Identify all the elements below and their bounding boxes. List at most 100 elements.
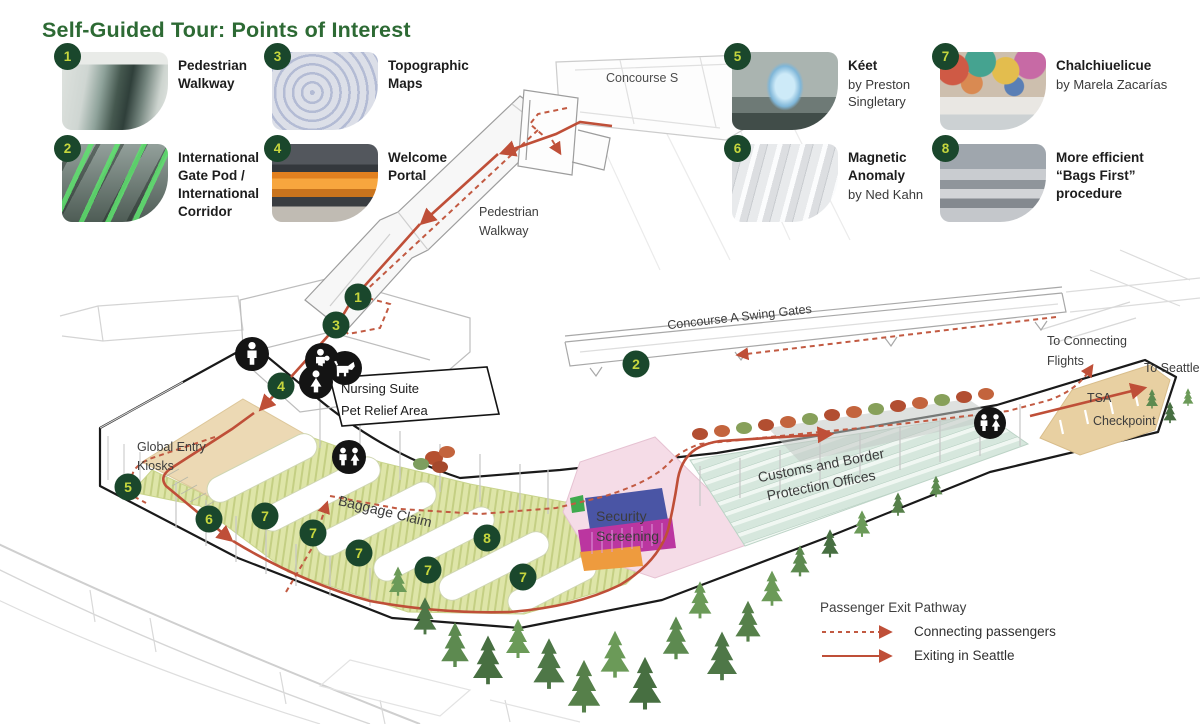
poi-thumb-topographic-maps: 3 (264, 43, 378, 130)
map-badge-4: 4 (267, 372, 295, 400)
route-legend: Passenger Exit Pathway Connecting passen… (820, 600, 1056, 672)
poi-thumb-pedestrian-walkway: 1 (54, 43, 168, 130)
label-security-1: Security (596, 508, 647, 524)
background-lineart (0, 119, 1200, 724)
svg-text:1: 1 (354, 289, 362, 305)
poi-badge-7: 7 (932, 43, 959, 70)
svg-text:6: 6 (205, 511, 213, 527)
label-global-entry-2: Kiosks (137, 459, 174, 473)
svg-text:7: 7 (519, 569, 527, 585)
poi-badge-5: 5 (724, 43, 751, 70)
amenity-icons (235, 337, 1006, 474)
label-security-2: Screening (596, 528, 659, 544)
poi-item-2: 2 International Gate Pod / International… (54, 135, 276, 222)
label-concourse-s: Concourse S (606, 71, 678, 85)
map-badge-7c: 7 (345, 539, 373, 567)
svg-text:7: 7 (309, 525, 317, 541)
poi-name-1: Pedestrian Walkway (178, 58, 248, 91)
legend-title: Passenger Exit Pathway (820, 600, 967, 615)
poi-thumb-welcome-portal: 4 (264, 135, 378, 222)
poi-item-4: 4 Welcome Portal (264, 135, 486, 222)
svg-text:4: 4 (277, 378, 285, 394)
poi-thumb-bags-first: 8 (932, 135, 1046, 222)
legend-row-connecting: Connecting passengers (820, 624, 1056, 639)
label-nursing-suite: Nursing Suite (341, 381, 419, 396)
poi-badge-1: 1 (54, 43, 81, 70)
map-badge-7a: 7 (251, 502, 279, 530)
map-badge-3: 3 (322, 311, 350, 339)
map-badge-8: 8 (473, 524, 501, 552)
label-tsa-1: TSA (1087, 391, 1112, 405)
poi-byline-7: by Marela Zacarías (1056, 77, 1168, 92)
poi-thumb-magnetic-anomaly: 6 (724, 135, 838, 222)
label-to-seattle: To Seattle (1144, 361, 1200, 375)
poi-item-8: 8 More efficient “Bags First” procedure (932, 135, 1154, 222)
label-to-connecting-1: To Connecting (1047, 334, 1127, 348)
label-global-entry-1: Global Entry (137, 440, 207, 454)
poi-photo-topographic-maps (272, 52, 378, 130)
poi-badge-2: 2 (54, 135, 81, 162)
page-title: Self-Guided Tour: Points of Interest (42, 18, 411, 42)
poi-name-3: Topographic Maps (388, 58, 469, 91)
poi-photo-bags-first (940, 144, 1046, 222)
poi-photo-welcome-portal (272, 144, 378, 222)
svg-text:7: 7 (261, 508, 269, 524)
poi-name-4: Welcome Portal (388, 150, 448, 183)
label-pedestrian-walkway-1: Pedestrian (479, 205, 539, 219)
svg-text:3: 3 (332, 317, 340, 333)
poi-badge-4: 4 (264, 135, 291, 162)
poi-name-5: Kéet (848, 58, 878, 73)
legend-row-exiting: Exiting in Seattle (820, 648, 1056, 663)
escalators (162, 468, 216, 511)
poi-item-7: 7 Chalchiuelicue by Marela Zacarías (932, 43, 1188, 130)
poi-item-6: 6 Magnetic Anomaly by Ned Kahn (724, 135, 946, 222)
poi-thumb-keet: 5 (724, 43, 838, 130)
restroom-icon-customs (974, 407, 1006, 439)
label-pedestrian-walkway-2: Walkway (479, 224, 529, 238)
poi-item-1: 1 Pedestrian Walkway (54, 43, 276, 130)
svg-text:8: 8 (483, 530, 491, 546)
map-badge-2: 2 (622, 350, 650, 378)
legend-connecting-label: Connecting passengers (914, 624, 1056, 639)
poi-item-3: 3 Topographic Maps (264, 43, 486, 130)
poi-badge-8: 8 (932, 135, 959, 162)
poi-photo-chalchiuelicue (940, 52, 1046, 130)
poi-name-2: International Gate Pod / International C… (178, 150, 260, 219)
poi-photo-keet (732, 52, 838, 130)
legend-exiting-label: Exiting in Seattle (914, 648, 1015, 663)
poi-name-6: Magnetic Anomaly (848, 150, 907, 183)
poi-badge-6: 6 (724, 135, 751, 162)
poi-photo-pedestrian-walkway (62, 52, 168, 130)
poi-thumb-international-gate-pod: 2 (54, 135, 168, 222)
label-tsa-2: Checkpoint (1093, 414, 1156, 428)
trees (389, 388, 1194, 713)
poi-badge-3: 3 (264, 43, 291, 70)
security-screening-zone (562, 436, 761, 579)
poi-item-5: 5 Kéet by Preston Singletary (724, 43, 946, 130)
poi-name-7: Chalchiuelicue (1056, 58, 1152, 73)
dashed-arrow-icon (822, 624, 893, 639)
label-to-connecting-2: Flights (1047, 354, 1084, 368)
nursing-callout-box (328, 366, 501, 427)
map-badge-7d: 7 (414, 556, 442, 584)
poi-name-8: More efficient “Bags First” procedure (1056, 150, 1144, 201)
svg-text:7: 7 (424, 562, 432, 578)
map-badge-6: 6 (195, 505, 223, 533)
customs-area (689, 399, 1030, 547)
restroom-icon-baggage (332, 440, 366, 474)
restroom-women-icon (299, 365, 333, 399)
svg-text:5: 5 (124, 479, 132, 495)
map-badge-5: 5 (114, 473, 142, 501)
solid-arrow-icon (822, 648, 893, 663)
poi-photo-magnetic-anomaly (732, 144, 838, 222)
pet-relief-icon (328, 351, 362, 385)
label-concourse-a-swing-gates: Concourse A Swing Gates (667, 302, 813, 332)
poi-byline-5: by Preston Singletary (848, 77, 911, 109)
poi-byline-6: by Ned Kahn (848, 187, 924, 202)
map-badge-7e: 7 (509, 563, 537, 591)
poi-photo-international-gate-pod (62, 144, 168, 222)
map-badge-7b: 7 (299, 519, 327, 547)
map-badge-1: 1 (344, 283, 372, 311)
